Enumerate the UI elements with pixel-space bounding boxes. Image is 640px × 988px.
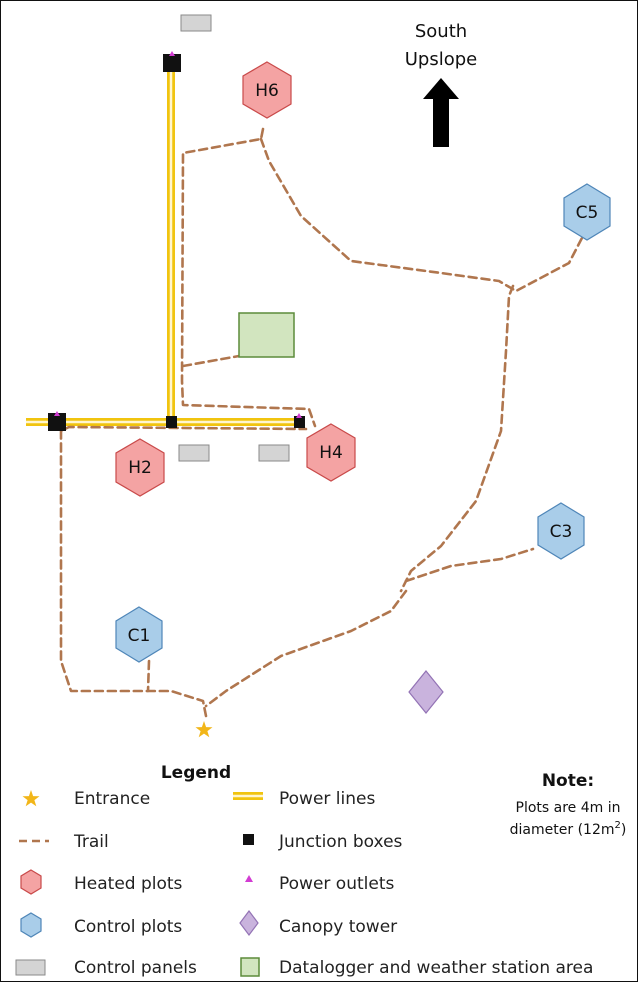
control-panel — [178, 444, 210, 462]
trail-segment — [59, 425, 308, 718]
plot-label: H4 — [319, 443, 343, 463]
datalogger-area — [238, 312, 295, 358]
legend-title: Legend — [161, 763, 231, 783]
entrance-star-icon — [195, 721, 213, 738]
legend-junction-box-icon — [243, 834, 254, 845]
trail-segment — [181, 354, 241, 368]
note-line1: Plots are 4m in — [516, 800, 621, 816]
note-line2: diameter (12m2) — [510, 820, 627, 838]
legend-label-junction-boxes: Junction boxes — [278, 832, 403, 852]
legend-label-canopy-tower: Canopy tower — [279, 917, 397, 937]
heated-plot-h2: H2 — [115, 438, 165, 497]
heated-plot-h6: H6 — [242, 61, 292, 119]
junction-box — [294, 416, 305, 428]
note-line2-prefix: diameter (12m — [510, 822, 615, 838]
north-arrow-icon — [423, 78, 459, 147]
note-title: Note: — [542, 771, 594, 791]
plot-label: C5 — [576, 203, 599, 223]
trail-segment — [404, 547, 535, 583]
junction-box — [48, 413, 66, 431]
plot-label: H6 — [255, 81, 279, 101]
power-outlet-icon — [54, 411, 60, 416]
note-line2-sup: 2 — [615, 820, 621, 831]
power-outlet-icon — [169, 51, 175, 56]
trail-segment — [399, 284, 515, 593]
legend-heated-plots-icon — [20, 869, 42, 895]
control-plot-c3: C3 — [537, 502, 585, 560]
trail-segment — [204, 589, 408, 708]
legend-label-power-lines: Power lines — [279, 789, 375, 809]
power-outlet-icon — [296, 413, 302, 418]
legend-label-power-outlets: Power outlets — [279, 874, 394, 894]
power-lines — [26, 63, 299, 426]
canopy-tower — [408, 670, 444, 714]
control-panel — [180, 14, 212, 32]
control-plot-c1: C1 — [115, 606, 163, 663]
legend-label-datalogger: Datalogger and weather station area — [279, 958, 593, 978]
plot-label: C3 — [550, 522, 573, 542]
trail-network — [59, 127, 585, 718]
junction-box — [163, 54, 181, 72]
legend-control-plots-icon — [20, 912, 42, 938]
trail-segment — [180, 127, 317, 428]
plot-label: H2 — [128, 458, 152, 478]
legend: Legend Entrance Trail Heated plots Contr… — [15, 763, 627, 978]
control-panel — [258, 444, 290, 462]
legend-label-trail: Trail — [73, 832, 109, 852]
legend-canopy-tower-icon — [239, 910, 259, 936]
legend-entrance-icon — [22, 790, 40, 807]
control-panels — [178, 14, 290, 462]
arrow-label-south: South — [415, 21, 467, 42]
legend-label-control-plots: Control plots — [74, 917, 182, 937]
trail-segment — [146, 659, 151, 693]
note-line2-suffix: ) — [621, 822, 626, 838]
legend-control-panels-icon — [15, 959, 46, 976]
junction-box — [166, 416, 177, 428]
legend-label-control-panels: Control panels — [74, 958, 197, 978]
arrow-label-upslope: Upslope — [405, 49, 478, 70]
control-plot-c5: C5 — [563, 183, 611, 241]
trail-segment — [259, 137, 585, 293]
junction-boxes — [48, 54, 305, 431]
legend-label-heated-plots: Heated plots — [74, 874, 183, 894]
upslope-indicator: South Upslope — [405, 21, 478, 147]
legend-datalogger-icon — [240, 957, 260, 977]
legend-power-outlet-icon — [245, 875, 253, 882]
heated-plot-h4: H4 — [306, 423, 356, 482]
legend-label-entrance: Entrance — [74, 789, 150, 809]
plot-label: C1 — [128, 626, 151, 646]
